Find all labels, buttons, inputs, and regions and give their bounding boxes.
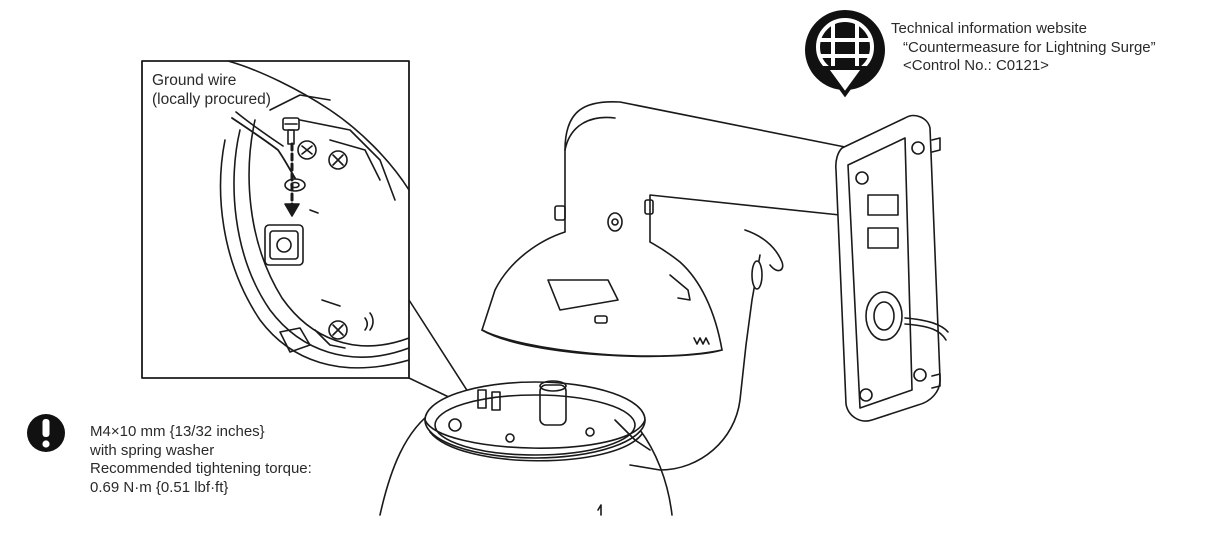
zoom-leader-lines xyxy=(408,299,471,401)
website-note-line-3: <Control No.: C0121> xyxy=(903,57,1049,74)
caution-icon xyxy=(27,414,65,452)
screw-torque-note: M4×10 mm {13/32 inches} with spring wash… xyxy=(90,423,312,497)
callout-line-1: Ground wire xyxy=(152,72,237,89)
screw-note-line-3: Recommended tightening torque: xyxy=(90,460,312,477)
screw-note-line-1: M4×10 mm {13/32 inches} xyxy=(90,423,265,440)
globe-download-icon xyxy=(805,10,885,98)
safety-wire xyxy=(629,229,784,471)
camera-body xyxy=(379,380,673,516)
screw-note-line-2: with spring washer xyxy=(90,441,215,459)
ground-wire-callout: Ground wire (locally procured) xyxy=(152,72,271,109)
zoom-inset xyxy=(141,60,410,379)
website-note-line-2: “Countermeasure for Lightning Surge” xyxy=(903,38,1156,56)
callout-line-2: (locally procured) xyxy=(152,90,271,108)
screw-note-line-4: 0.69 N·m {0.51 lbf·ft} xyxy=(90,478,229,496)
technical-website-note: Technical information website “Counterme… xyxy=(891,20,1156,76)
wall-plate xyxy=(835,114,949,422)
wall-mount-bracket xyxy=(481,100,851,358)
website-note-line-1: Technical information website xyxy=(891,20,1087,37)
